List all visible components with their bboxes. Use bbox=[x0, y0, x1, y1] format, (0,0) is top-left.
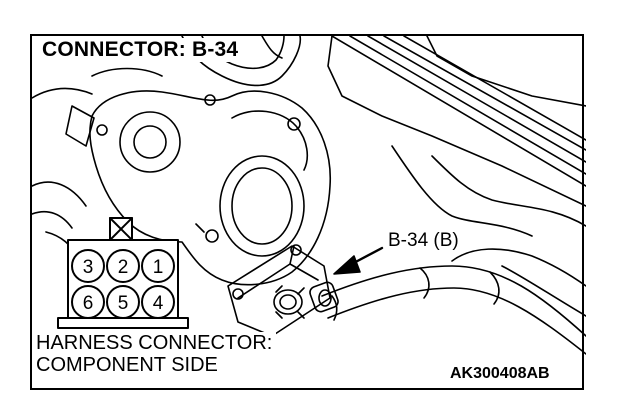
pin-4-label: 4 bbox=[153, 293, 164, 314]
connector-title: CONNECTOR: B-34 bbox=[40, 38, 245, 62]
pin-5-label: 5 bbox=[118, 293, 129, 314]
pin-3-label: 3 bbox=[83, 257, 94, 278]
isc-motor-component bbox=[227, 244, 339, 337]
lower-hose bbox=[321, 145, 586, 355]
diagram-frame: 3 2 1 6 5 4 CONNECTOR: B-34 B-34 (B) HAR… bbox=[30, 34, 586, 390]
pin-2-label: 2 bbox=[118, 257, 129, 278]
callout-arrow bbox=[333, 246, 384, 275]
pin-1-label: 1 bbox=[153, 257, 164, 278]
harness-caption: HARNESS CONNECTOR: COMPONENT SIDE bbox=[36, 332, 277, 376]
throttle-body bbox=[32, 90, 332, 286]
callout-label: B-34 (B) bbox=[386, 230, 461, 252]
figure-code: AK300408AB bbox=[448, 365, 552, 383]
harness-caption-line2: COMPONENT SIDE bbox=[36, 354, 218, 376]
harness-caption-line1: HARNESS CONNECTOR: bbox=[36, 332, 273, 354]
firewall-panel bbox=[327, 36, 586, 207]
engine-illustration: 3 2 1 6 5 4 bbox=[32, 36, 586, 355]
pin-6-label: 6 bbox=[83, 293, 94, 314]
harness-connector: 3 2 1 6 5 4 bbox=[57, 217, 189, 329]
